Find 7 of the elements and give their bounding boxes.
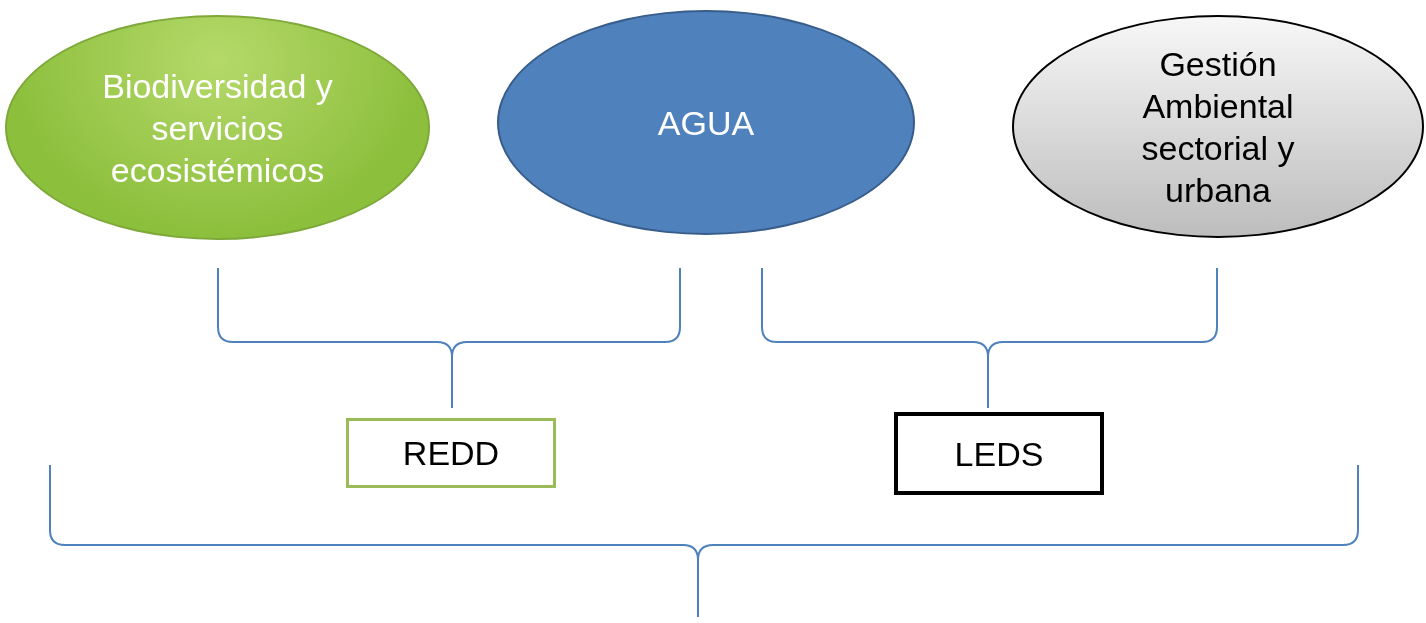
node-text: Biodiversidad y servicios ecosistémicos <box>101 65 334 191</box>
box-node <box>346 418 556 488</box>
node-text: AGUA <box>657 102 755 144</box>
node-text: REDD <box>402 433 500 474</box>
box-node <box>894 412 1104 495</box>
node-text: LEDS <box>954 433 1044 475</box>
node-text: Gestión Ambiental sectorial y urbana <box>1140 43 1296 211</box>
